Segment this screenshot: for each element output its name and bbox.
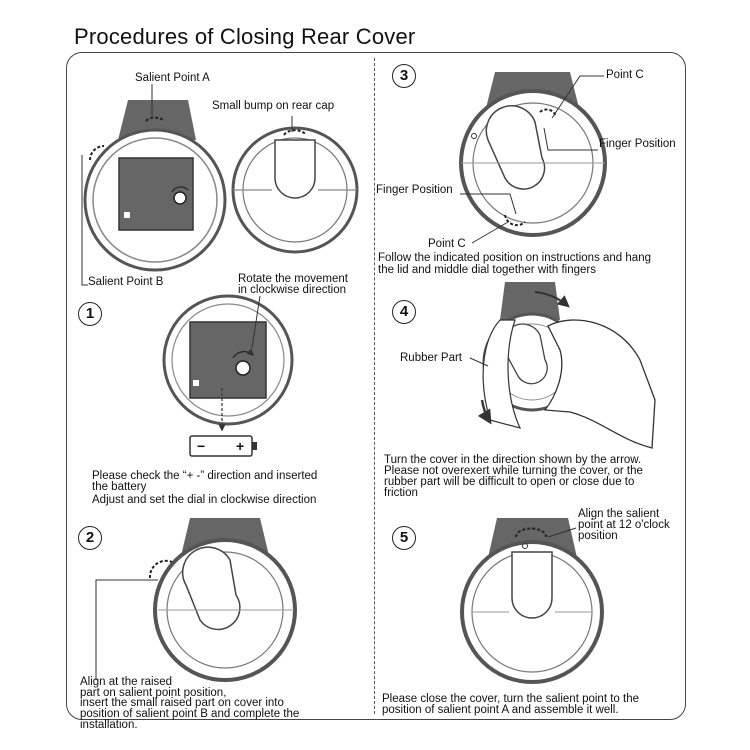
step-5-badge: 5 (392, 526, 416, 550)
step1-text-1: Please check the “+ -” direction and ins… (92, 470, 318, 482)
step2-text-4: position of salient point B and complete… (80, 708, 300, 720)
column-divider (374, 58, 375, 714)
step4-text-4: friction (384, 487, 418, 499)
label-rotate-2: in clockwise direction (238, 284, 347, 296)
label-point-c-bottom: Point C (428, 238, 466, 250)
step1-text-3: Adjust and set the dial in clockwise dir… (92, 494, 317, 506)
label-rotate-1: Rotate the movement (238, 273, 348, 285)
step3-text-2: the lid and middle dial together with fi… (378, 264, 596, 276)
label-salient-point-a: Salient Point A (135, 72, 210, 84)
label-finger-position-right: Finger Position (599, 138, 676, 150)
step-1-badge: 1 (78, 302, 102, 326)
step1-text-2: the battery (92, 481, 147, 493)
label-rubber-part: Rubber Part (400, 352, 463, 364)
watch-back-open (83, 100, 227, 272)
step2-text-5: installation. (80, 719, 138, 731)
label-finger-position-left: Finger Position (376, 184, 453, 196)
watch-step3 (459, 72, 607, 237)
step4-text-1: Turn the cover in the direction shown by… (384, 454, 642, 466)
label-align-12-2: point at 12 o'clock (578, 519, 670, 531)
step3-text-1: Follow the indicated position on instruc… (378, 252, 651, 264)
label-align-12-1: Align the salient (578, 508, 660, 520)
step-4-badge: 4 (392, 300, 416, 324)
step2-text-2: part on salient point position, (80, 687, 227, 699)
step-2-badge: 2 (78, 526, 102, 550)
page-title: Procedures of Closing Rear Cover (74, 24, 416, 49)
step2-text-3: insert the small raised part on cover in… (80, 697, 284, 709)
watch-step4-hand (477, 282, 656, 449)
battery-plus: + (236, 438, 245, 454)
label-point-c-top: Point C (606, 69, 644, 81)
step4-text-3: rubber part will be difficult to open or… (384, 476, 635, 488)
label-align-12-3: position (578, 530, 618, 542)
label-salient-point-b: Salient Point B (88, 276, 164, 288)
step4-text-2: Please not overexert while turning the c… (384, 465, 643, 477)
label-small-bump: Small bump on rear cap (212, 100, 335, 112)
step-3-badge: 3 (392, 64, 416, 88)
rear-cap (231, 126, 359, 254)
step5-text-1: Please close the cover, turn the salient… (382, 693, 639, 705)
battery-minus: − (197, 438, 206, 454)
battery (189, 435, 257, 457)
movement-rotate (162, 294, 294, 426)
instruction-frame (66, 52, 686, 720)
watch-step2 (148, 518, 297, 682)
step5-text-2: position of salient point A and assemble… (382, 704, 619, 716)
step2-text-1: Align at the raised (80, 676, 173, 688)
watch-step5 (460, 518, 604, 684)
